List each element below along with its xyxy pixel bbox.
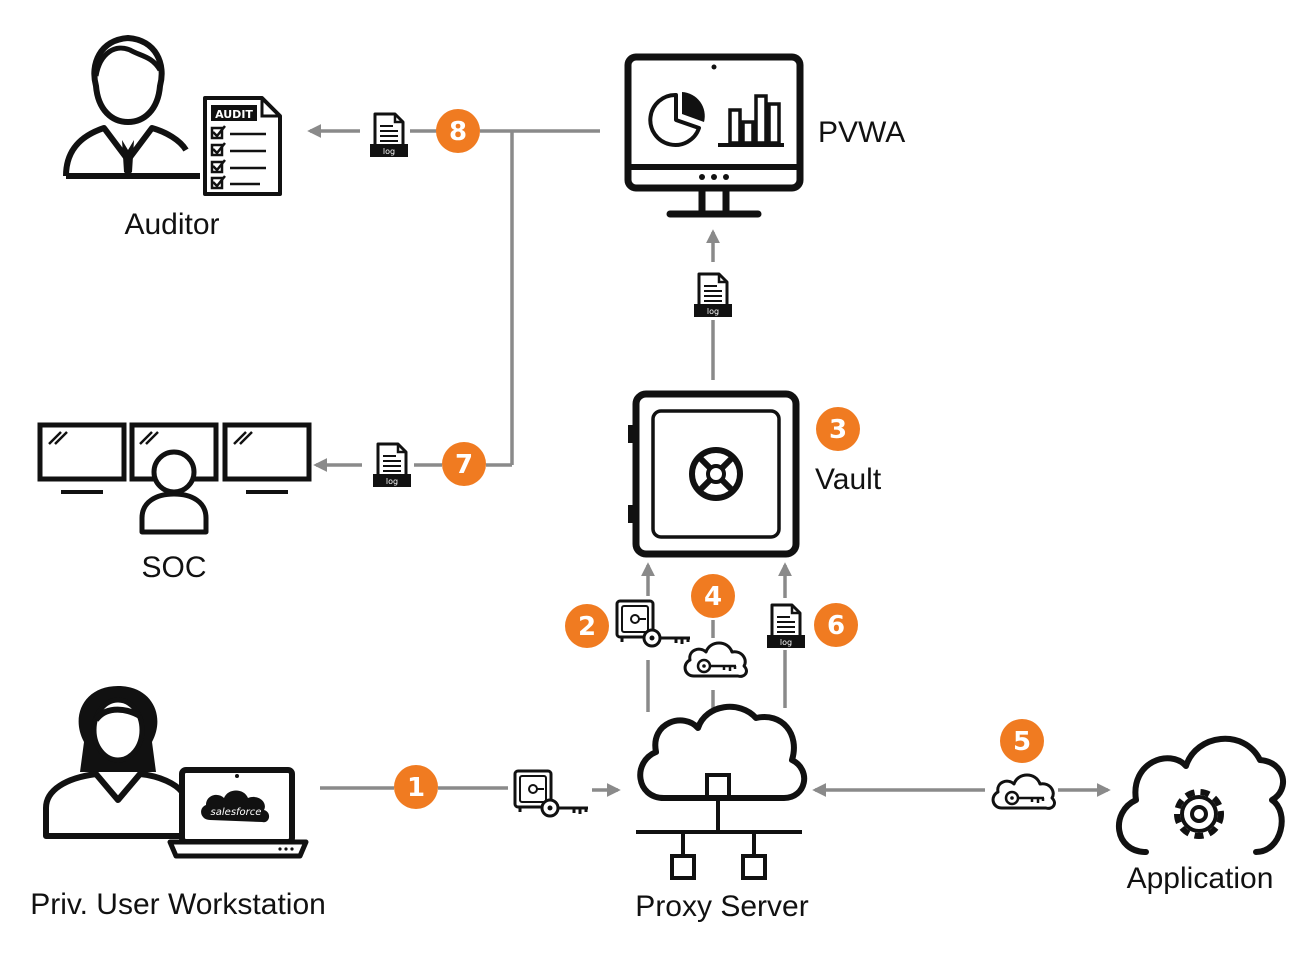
safe-key-icon [615, 599, 692, 648]
step-badge-8: 8 [436, 109, 480, 153]
safe-key-icon [513, 769, 590, 818]
step-badges: 8 7 3 4 2 6 1 5 [394, 109, 1044, 809]
svg-text:6: 6 [827, 611, 845, 641]
application-label: Application [1126, 862, 1274, 895]
svg-text:4: 4 [704, 582, 722, 612]
log-label: log [386, 477, 398, 486]
svg-text:2: 2 [578, 612, 596, 642]
soc-monitors-icon [40, 422, 309, 535]
step-badge-5: 5 [1000, 719, 1044, 763]
svg-text:1: 1 [407, 773, 425, 803]
auditor-label: Auditor [124, 208, 220, 241]
cloud-key-icon [991, 773, 1056, 810]
cloud-key-icon [683, 641, 748, 678]
vault-label: Vault [815, 463, 882, 496]
step-badge-1: 1 [394, 765, 438, 809]
safe-vault-icon [628, 390, 800, 558]
cloud-network-icon [636, 703, 808, 880]
pvwa-label: PVWA [818, 116, 906, 149]
log-label: log [383, 147, 395, 156]
workstation-label: Priv. User Workstation [30, 888, 326, 921]
soc-label: SOC [141, 551, 207, 584]
monitor-dashboard-icon [624, 53, 804, 218]
svg-text:5: 5 [1013, 727, 1031, 757]
step-badge-6: 6 [814, 603, 858, 647]
proxy-label: Proxy Server [635, 890, 809, 923]
cloud-gear-icon [1115, 735, 1286, 855]
step-badge-4: 4 [691, 574, 735, 618]
audit-doc-label: AUDIT [215, 108, 253, 121]
step-badge-7: 7 [442, 442, 486, 486]
svg-text:3: 3 [829, 415, 847, 445]
svg-text:8: 8 [449, 117, 467, 147]
auditor-person-icon [63, 34, 200, 179]
log-label: log [780, 638, 792, 647]
svg-text:7: 7 [455, 450, 473, 480]
salesforce-logo: salesforce [211, 807, 262, 818]
log-label: log [707, 307, 719, 316]
audit-document-icon: AUDIT [203, 96, 282, 196]
user-laptop-icon: salesforce [43, 686, 309, 859]
step-badge-3: 3 [816, 407, 860, 451]
step-badge-2: 2 [565, 604, 609, 648]
